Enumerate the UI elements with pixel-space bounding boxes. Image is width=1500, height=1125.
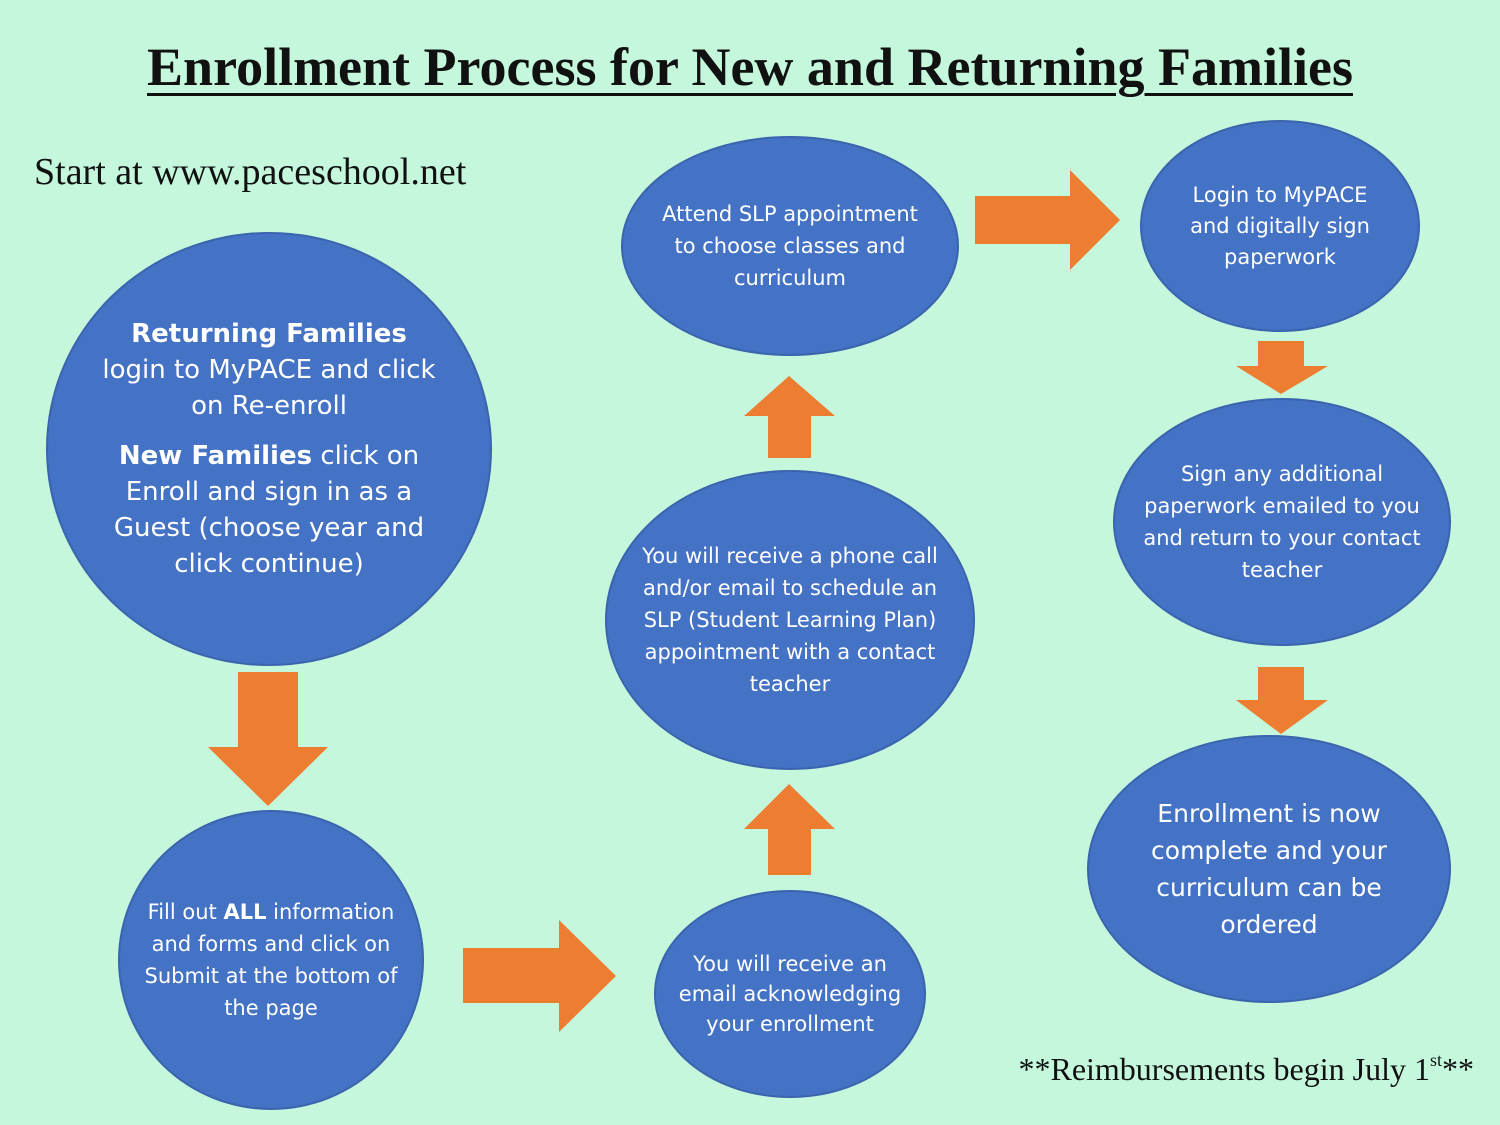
arrow-fill-to-email bbox=[463, 920, 616, 1032]
arrow-email-to-call bbox=[744, 784, 835, 875]
step-complete-text: Enrollment is now complete and your curr… bbox=[1151, 799, 1387, 939]
step-new-line: New Families click on Enroll and sign in… bbox=[88, 438, 450, 582]
step-slp-text: Attend SLP appointment to choose classes… bbox=[662, 202, 918, 290]
step-login-text: Login to MyPACE and digitally sign paper… bbox=[1190, 182, 1370, 269]
arrow-sign-to-complete bbox=[1236, 667, 1328, 734]
arrow-slp-to-login bbox=[975, 170, 1120, 270]
step-sign-text: Sign any additional paperwork emailed to… bbox=[1143, 462, 1421, 582]
step-receive-email: You will receive an email acknowledging … bbox=[654, 890, 926, 1098]
step-login-sign: Login to MyPACE and digitally sign paper… bbox=[1140, 120, 1420, 332]
step-returning-new-families: Returning Families login to MyPACE and c… bbox=[46, 232, 492, 666]
reimbursement-note: **Reimbursements begin July 1st** bbox=[1018, 1050, 1474, 1088]
page-title: Enrollment Process for New and Returning… bbox=[0, 36, 1500, 98]
fill-pre-text: Fill out bbox=[147, 900, 224, 924]
returning-families-text: login to MyPACE and click on Re-enroll bbox=[102, 355, 436, 421]
start-url-text: Start at www.paceschool.net bbox=[34, 151, 467, 193]
step-call-text: You will receive a phone call and/or ema… bbox=[642, 544, 938, 696]
returning-families-label: Returning Families bbox=[131, 319, 407, 349]
fill-all-bold: ALL bbox=[223, 900, 267, 924]
step-receive-call: You will receive a phone call and/or ema… bbox=[605, 470, 975, 770]
arrow-returning-to-fill bbox=[208, 672, 328, 806]
step-email-text: You will receive an email acknowledging … bbox=[678, 952, 902, 1036]
step-enrollment-complete: Enrollment is now complete and your curr… bbox=[1087, 735, 1451, 1003]
step-sign-additional: Sign any additional paperwork emailed to… bbox=[1113, 398, 1451, 646]
fill-post-text: information and forms and click on Submi… bbox=[144, 900, 398, 1020]
note-superscript: st bbox=[1429, 1050, 1442, 1070]
arrow-login-to-sign bbox=[1236, 341, 1328, 394]
step-returning-line: Returning Families login to MyPACE and c… bbox=[88, 316, 450, 424]
note-prefix: **Reimbursements begin July 1 bbox=[1018, 1051, 1430, 1087]
arrow-call-to-slp bbox=[744, 376, 835, 458]
step-attend-slp: Attend SLP appointment to choose classes… bbox=[621, 136, 959, 356]
step-fill-text: Fill out ALL information and forms and c… bbox=[140, 896, 402, 1024]
new-families-text: click on Enroll and sign in as a Guest (… bbox=[113, 441, 425, 579]
page-title-text: Enrollment Process for New and Returning… bbox=[147, 37, 1353, 97]
new-families-label: New Families bbox=[118, 441, 313, 471]
step-fill-out-forms: Fill out ALL information and forms and c… bbox=[118, 810, 424, 1110]
note-suffix: ** bbox=[1442, 1051, 1474, 1087]
